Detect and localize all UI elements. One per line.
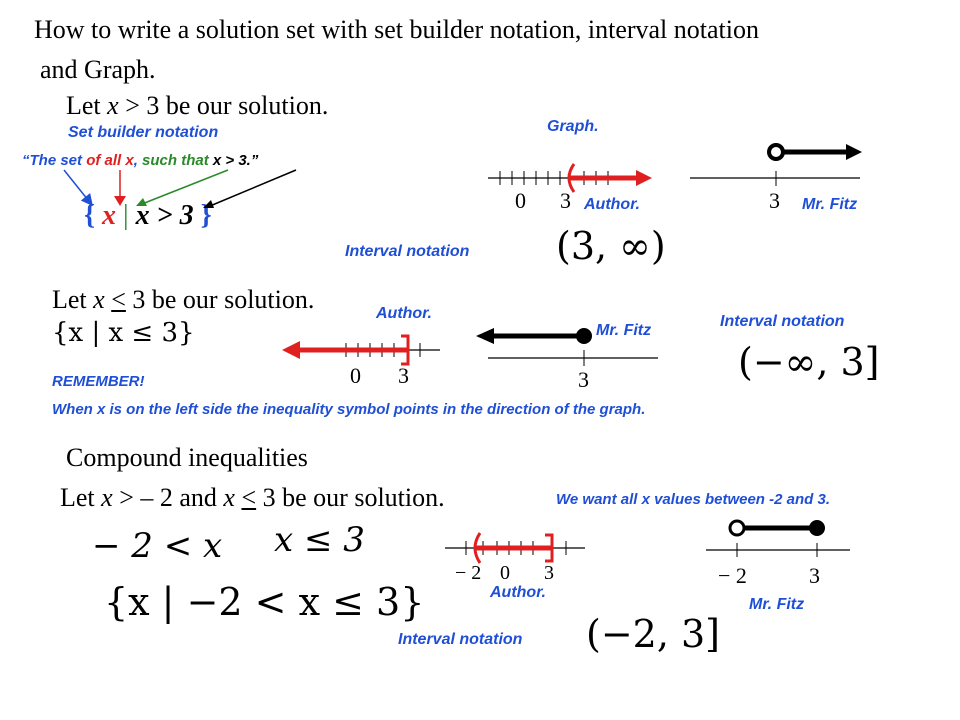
remember-title: REMEMBER! <box>52 373 145 390</box>
fitz-label-2: Mr. Fitz <box>596 322 652 339</box>
section2-heading: Let x < 3 be our solution. <box>52 284 314 316</box>
arrow-left-icon <box>282 341 300 359</box>
heading-leq-symbol: < <box>111 285 126 314</box>
numberline-fitz-2 <box>476 328 658 366</box>
interval-value-3: (−2, 3] <box>586 612 721 656</box>
open-circle-icon <box>767 143 785 161</box>
numberline-fitz-1 <box>690 143 862 186</box>
set-notation-2: {x | x ≤ 3} <box>52 318 195 348</box>
closed-bracket-mark <box>401 334 410 366</box>
interval-label-2: Interval notation <box>720 313 845 330</box>
heading-text: Let <box>66 91 108 120</box>
heading-text-post: 3 be our solution. <box>125 285 315 314</box>
pointer-bar-arrow <box>141 169 229 205</box>
tick-0: 0 <box>350 363 361 388</box>
line-var1: x <box>101 483 113 512</box>
set-notation-3: {x | −2 < x ≤ 3} <box>104 580 425 624</box>
section3-note: We want all x values between -2 and 3. <box>556 491 830 508</box>
interval-value-1: (3, ∞) <box>556 224 666 268</box>
pointer-bar-head <box>136 198 147 206</box>
closed-circle-icon <box>576 328 592 344</box>
section3-line: Let x > – 2 and x < 3 be our solution. <box>60 482 445 514</box>
open-paren-mark <box>567 163 576 193</box>
set-notation-1: { x | x > 3 } <box>84 200 212 232</box>
heading-var: x <box>107 91 119 120</box>
set-builder-label: Set builder notation <box>68 124 219 141</box>
set-builder-quote: “The set of all x, such that x > 3.” <box>22 152 258 169</box>
heading-text-post: > 3 be our solution. <box>118 91 329 120</box>
tick-neg2: − 2 <box>455 562 482 584</box>
inequality-1: − 2 < x <box>92 526 223 566</box>
numberline-fitz-3 <box>706 519 850 557</box>
fitz-tick-3: 3 <box>809 563 820 588</box>
quote-open: “The set <box>22 152 87 169</box>
heading-text: Let <box>52 285 94 314</box>
remember-text: When x is on the left side the inequalit… <box>52 401 646 418</box>
inequality-2: x ≤ 3 <box>274 520 365 560</box>
tick-0: 0 <box>500 562 510 584</box>
page-title: How to write a solution set with set bui… <box>34 15 759 44</box>
section1-heading: Let x > 3 be our solution. <box>66 90 328 122</box>
arrow-left-icon <box>476 328 494 344</box>
close-brace: } <box>200 200 212 231</box>
pointer-arrows <box>63 169 297 208</box>
numberline-author-2 <box>282 334 440 366</box>
open-paren-mark <box>473 532 482 564</box>
line-leq-symbol: < <box>241 483 257 512</box>
interval-value-2: (−∞, 3] <box>738 340 880 384</box>
pointer-x-head <box>114 196 126 206</box>
tick-3: 3 <box>544 562 554 584</box>
such-that-bar: | <box>123 200 129 231</box>
open-brace: { <box>84 200 96 231</box>
line-text-post: 3 be our solution. <box>256 483 445 512</box>
closed-circle-icon <box>809 520 825 536</box>
set-var-x: x <box>102 200 117 231</box>
fitz-tick-3: 3 <box>578 367 589 392</box>
interval-label-3: Interval notation <box>398 631 523 648</box>
line-var2: x <box>223 483 235 512</box>
fitz-label-1: Mr. Fitz <box>802 196 858 213</box>
pointer-brace-arrow <box>63 169 93 207</box>
tick-3: 3 <box>560 188 571 213</box>
line-mid: > – 2 and <box>112 483 224 512</box>
closed-bracket-mark <box>545 533 554 563</box>
interval-label-1: Interval notation <box>345 243 470 260</box>
section3-heading: Compound inequalities <box>66 443 308 472</box>
fitz-tick-neg2: − 2 <box>718 563 747 588</box>
page-title-cont: and Graph. <box>40 55 156 84</box>
quote-of-all-x: of all x <box>86 152 134 169</box>
author-label-2: Author. <box>376 305 432 322</box>
pointer-condition-head <box>203 200 214 208</box>
fitz-tick-3: 3 <box>769 188 780 213</box>
graph-label: Graph. <box>547 118 599 135</box>
arrow-right-icon <box>636 170 652 186</box>
numberline-author-1 <box>488 163 652 193</box>
open-circle-icon <box>728 519 746 537</box>
tick-0: 0 <box>515 188 526 213</box>
pointer-condition-arrow <box>209 169 297 207</box>
heading-var: x <box>93 285 105 314</box>
quote-such-that: such that <box>142 152 209 169</box>
author-label-3: Author. <box>490 584 546 601</box>
quote-comma: , <box>133 152 143 169</box>
author-label-1: Author. <box>584 196 640 213</box>
numberline-author-3 <box>445 532 585 564</box>
arrow-right-icon <box>846 144 862 160</box>
quote-rest: x > 3.” <box>208 152 259 169</box>
tick-3: 3 <box>398 363 409 388</box>
fitz-label-3: Mr. Fitz <box>749 596 805 613</box>
line-text: Let <box>60 483 102 512</box>
